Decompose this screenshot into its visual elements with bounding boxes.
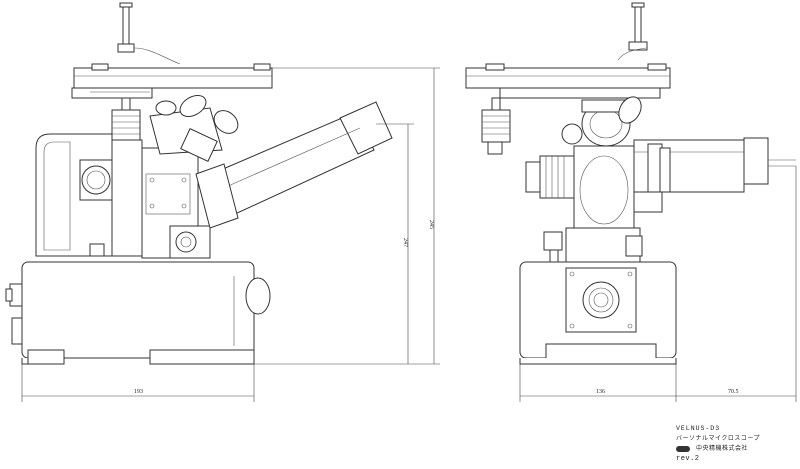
front-dimensions: 193 245 247 bbox=[21, 67, 440, 402]
product-subtitle: バーソナルマイクロスコープ bbox=[676, 436, 761, 442]
dim-front-height-outer: 245 bbox=[428, 220, 434, 229]
front-view bbox=[5, 2, 393, 365]
dim-side-width: 136 bbox=[596, 389, 605, 395]
dim-side-offset: 70.5 bbox=[728, 389, 739, 395]
company-name: 中央精機株式会社 bbox=[696, 446, 749, 452]
side-dimensions: 136 70.5 bbox=[519, 166, 797, 402]
title-block: VELNUS-D3 バーソナルマイクロスコープ 中央精機株式会社 rev.2 bbox=[676, 424, 786, 464]
company-logo-icon bbox=[676, 446, 690, 452]
side-view bbox=[465, 2, 796, 365]
dim-front-width: 193 bbox=[134, 389, 143, 395]
revision-label: rev.2 bbox=[676, 455, 700, 463]
dim-front-height-inner: 247 bbox=[402, 238, 408, 247]
model-name: VELNUS-D3 bbox=[676, 425, 721, 432]
